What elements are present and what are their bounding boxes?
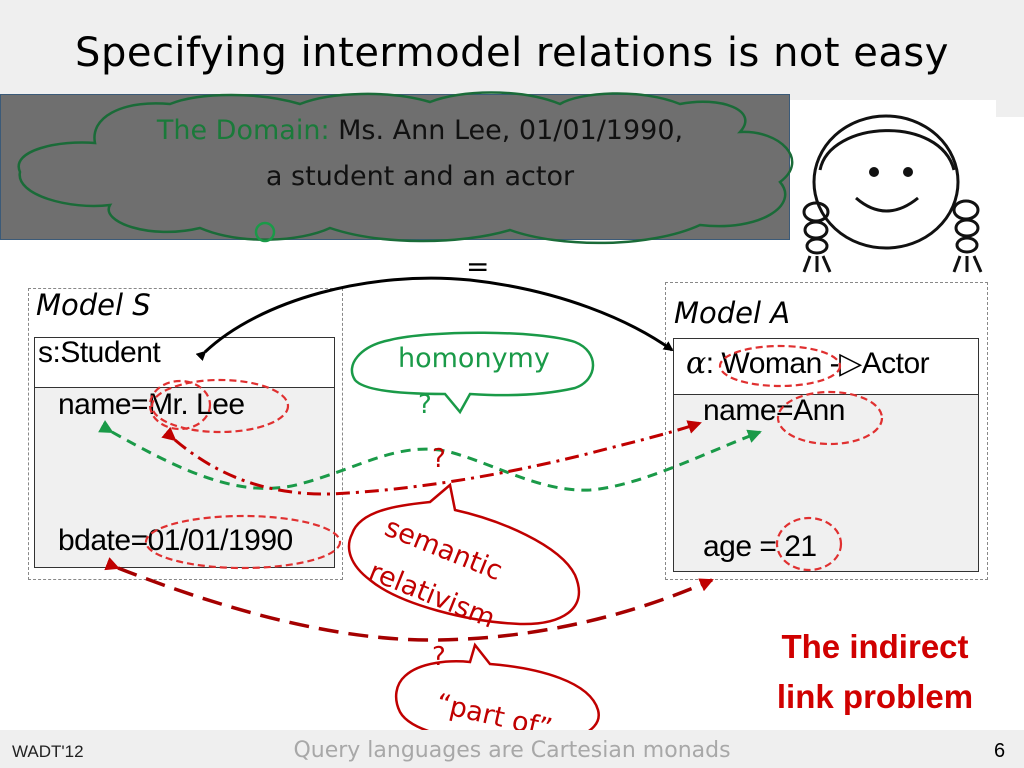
slide-title: Specifying intermodel relations is not e… bbox=[75, 30, 949, 76]
alpha-symbol: α bbox=[686, 346, 706, 381]
homonymy-label: homonymy bbox=[398, 343, 550, 374]
left-eye bbox=[869, 167, 879, 177]
girl-face-drawing bbox=[802, 114, 983, 273]
girl-face-illustration bbox=[790, 100, 996, 275]
student-class-box bbox=[34, 337, 335, 568]
indirect-link-problem-label: The indirect link problem bbox=[740, 622, 1010, 722]
homonymy-question-mark: ? bbox=[418, 390, 432, 420]
date-highlight-ellipse bbox=[144, 514, 342, 570]
bubble-dot bbox=[254, 221, 276, 243]
homonymy-callout-shape bbox=[350, 331, 595, 415]
indirect-line1: The indirect bbox=[781, 628, 969, 665]
model-s-title: Model S bbox=[36, 288, 151, 322]
part-of-question-mark: ? bbox=[432, 642, 446, 672]
page-number: 6 bbox=[994, 740, 1006, 762]
woman-actor-text: : Woman -▷Actor bbox=[705, 347, 930, 380]
woman-highlight-ellipse bbox=[718, 344, 842, 388]
smile bbox=[855, 196, 919, 213]
semantic-question-mark: ? bbox=[432, 444, 446, 474]
indirect-line2: link problem bbox=[776, 678, 974, 715]
domain-band bbox=[0, 94, 790, 240]
equality-arrow bbox=[195, 276, 674, 362]
woman-class-header bbox=[674, 339, 978, 395]
equals-sign: = bbox=[466, 250, 490, 283]
right-eye bbox=[903, 167, 913, 177]
hair-fringe bbox=[818, 129, 956, 171]
age-highlight-ellipse bbox=[775, 516, 843, 572]
part-of-arrow bbox=[104, 557, 714, 642]
face-outline bbox=[812, 114, 960, 250]
footer-talk-title: Query languages are Cartesian monads bbox=[293, 738, 731, 763]
woman-class-label: α: Woman -▷Actor bbox=[686, 346, 930, 381]
woman-age-attribute: age = 21 bbox=[703, 530, 817, 563]
domain-cloud bbox=[17, 91, 794, 245]
footer-conference: WADT'12 bbox=[12, 742, 84, 761]
domain-label: The Domain: bbox=[156, 115, 330, 146]
domain-description: The Domain: Ms. Ann Lee, 01/01/1990, a s… bbox=[150, 108, 690, 200]
woman-class-box bbox=[673, 338, 979, 572]
student-bdate-attribute: bdate=01/01/1990 bbox=[58, 524, 293, 557]
ann-highlight-ellipse bbox=[776, 390, 884, 446]
footer-band bbox=[0, 730, 1024, 768]
mr-highlight-ellipse bbox=[148, 379, 212, 431]
lee-highlight-ellipse bbox=[150, 378, 290, 434]
student-class-label: s:Student bbox=[38, 336, 161, 369]
model-a-title: Model A bbox=[674, 296, 791, 330]
domain-text: Ms. Ann Lee, 01/01/1990, a student and a… bbox=[265, 115, 684, 192]
